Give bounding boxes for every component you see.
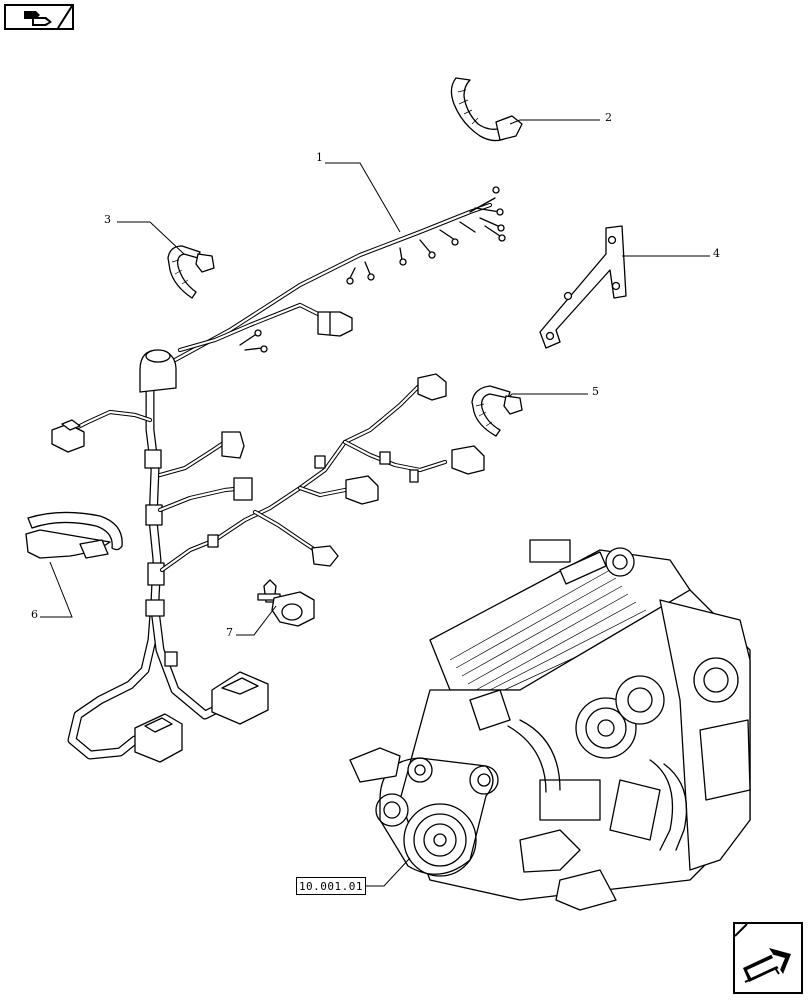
cable-strap-clip-right (471, 385, 523, 437)
callout-6-label: 6 (31, 608, 38, 621)
callout-leaders (40, 119, 710, 887)
book-back-arrow-icon (6, 5, 73, 29)
cable-strap-clip (450, 77, 523, 142)
callout-1-label: 1 (316, 151, 323, 164)
callout-2-label: 2 (605, 111, 612, 124)
callout-5-label: 5 (592, 385, 599, 398)
forward-arrow-icon (734, 923, 791, 983)
engine-sensor (257, 579, 315, 627)
callout-4-label: 4 (713, 247, 720, 260)
callout-7-label: 7 (226, 626, 233, 639)
engine-assembly (349, 539, 751, 911)
cable-tie (25, 511, 123, 559)
reference-link-box[interactable]: 10.001.01 (296, 877, 366, 895)
next-page-badge[interactable] (733, 922, 803, 994)
mounting-bracket (539, 225, 627, 349)
callout-3-label: 3 (104, 213, 111, 226)
main-wiring-harness (51, 186, 506, 763)
cable-strap-clip-small (167, 245, 215, 299)
previous-page-badge[interactable] (4, 4, 74, 30)
